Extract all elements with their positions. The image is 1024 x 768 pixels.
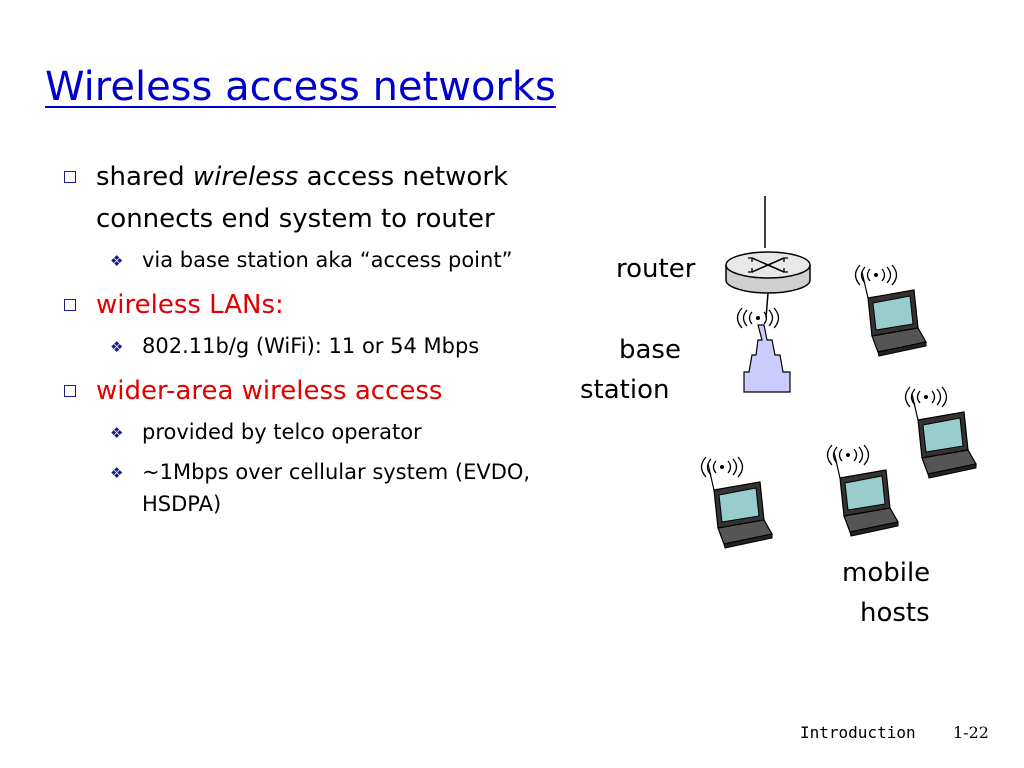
bullet-wider-area: wider-area wireless access (60, 370, 580, 412)
diamond-bullet-icon: ❖ (110, 252, 124, 270)
sub-bullet-cellular: ❖ ~1Mbps over cellular system (EVDO, HSD… (60, 456, 580, 520)
base-station-label-line1: base (619, 335, 681, 365)
diamond-bullet-icon: ❖ (110, 464, 124, 482)
mobile-hosts-label-line1: mobile (842, 558, 931, 588)
checkbox-bullet-icon (64, 299, 76, 311)
checkbox-bullet-icon (64, 385, 76, 397)
bullet-list: shared wireless access network connects … (60, 156, 580, 528)
sub-bullet-base-station: ❖ via base station aka “access point” (60, 244, 580, 276)
laptop-icon (826, 444, 899, 537)
diamond-bullet-icon: ❖ (110, 424, 124, 442)
mobile-hosts-label-line2: hosts (860, 598, 930, 628)
sub-bullet-text: provided by telco operator (142, 420, 422, 444)
router-icon (725, 251, 811, 294)
footer-section: Introduction (800, 723, 916, 742)
sub-bullet-telco: ❖ provided by telco operator (60, 416, 580, 448)
checkbox-bullet-icon (64, 171, 76, 183)
wireless-emphasis: wireless (192, 162, 299, 192)
bullet-text: wireless LANs: (96, 290, 284, 320)
base-station-tower-icon (736, 307, 791, 393)
sub-bullet-text: 802.11b/g (WiFi): 11 or 54 Mbps (142, 334, 480, 358)
laptop-icon (700, 456, 773, 549)
footer-page-number: 1-22 (953, 723, 989, 742)
slide-title: Wireless access networks (45, 64, 556, 110)
bullet-text: wider-area wireless access (96, 376, 443, 406)
bullet-shared-wireless: shared wireless access network connects … (60, 156, 580, 240)
sub-bullet-wifi: ❖ 802.11b/g (WiFi): 11 or 54 Mbps (60, 330, 580, 362)
laptop-icon (904, 386, 977, 479)
base-station-label-line2: station (580, 375, 670, 405)
sub-bullet-text: ~1Mbps over cellular system (EVDO, HSDPA… (142, 460, 531, 516)
bullet-wireless-lans: wireless LANs: (60, 284, 580, 326)
laptop-icon (854, 264, 927, 357)
bullet-text: shared wireless access network connects … (96, 162, 509, 234)
router-tower-link (765, 292, 769, 319)
router-label: router (616, 254, 696, 284)
sub-bullet-text: via base station aka “access point” (142, 248, 513, 272)
diamond-bullet-icon: ❖ (110, 338, 124, 356)
